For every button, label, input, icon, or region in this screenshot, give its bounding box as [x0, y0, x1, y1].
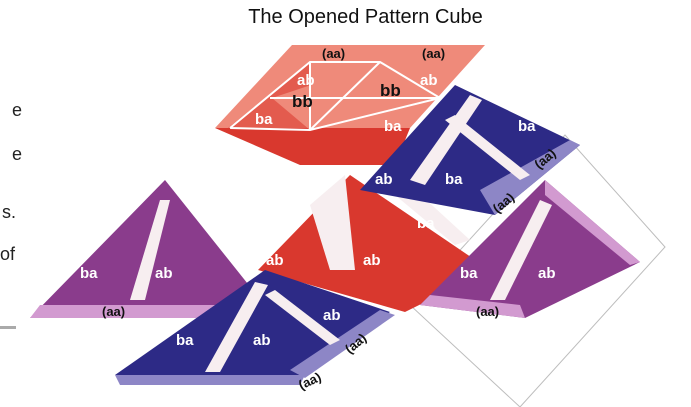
label-aa-right-pyramid: (aa) [476, 304, 499, 319]
cut-divider-line [0, 326, 16, 329]
label-ba-center: ba [417, 215, 435, 232]
label-ab-left-pyramid-2: ab [155, 265, 173, 282]
label-ba-top-left: ba [255, 111, 273, 128]
label-ba-upper-right: ba [518, 118, 536, 135]
label-aa-left-pyramid: (aa) [102, 304, 125, 319]
label-ba-bottom: ba [176, 332, 194, 349]
label-ab-center-left: ab [266, 252, 284, 269]
label-ab-upper-right: ab [375, 171, 393, 188]
label-ab-left-pyramid: ab [232, 216, 250, 233]
label-ba-left-pyramid: ba [80, 265, 98, 282]
label-ba-right-pyramid: ba [460, 265, 478, 282]
label-aa-top-right: (aa) [422, 46, 445, 61]
label-ab-top-left: ab [297, 72, 315, 89]
label-aa-top-left: (aa) [322, 46, 345, 61]
cut-text-4: of [0, 244, 15, 265]
label-ab-right-pyramid: ab [538, 265, 556, 282]
label-ab-top-right: ab [420, 72, 438, 89]
cut-text-3: s. [2, 202, 16, 223]
label-ab-bottom: ab [253, 332, 271, 349]
label-bb-left: bb [292, 92, 313, 111]
label-bb-right: bb [380, 81, 401, 100]
label-ba-upper-right-2: ba [445, 171, 463, 188]
label-ab-bottom-right: ab [323, 307, 341, 324]
label-ba-right-pyramid-top: ba [608, 209, 626, 226]
label-ba-top-right: ba [384, 118, 402, 135]
top-face-lower [215, 128, 410, 165]
label-ab-center: ab [363, 252, 381, 269]
